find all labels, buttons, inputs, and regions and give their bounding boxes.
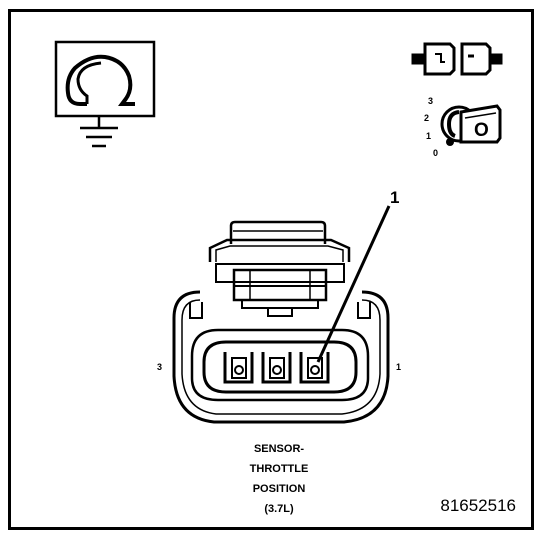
terminal-1	[299, 352, 330, 384]
callout-leader	[316, 205, 391, 363]
key-position-3: 3	[428, 96, 433, 106]
pin-label-right: 1	[396, 362, 401, 372]
ignition-key-off-icon: 3 2 1 0 O	[424, 96, 502, 158]
caption-line-3: POSITION	[253, 483, 306, 495]
key-position-0: 0	[433, 148, 438, 158]
key-position-1: 1	[426, 131, 431, 141]
key-position-2: 2	[424, 113, 429, 123]
ohmmeter-ground-icon	[54, 40, 156, 148]
caption-line-4: (3.7L)	[264, 503, 294, 515]
connector-separated-icon	[411, 42, 503, 76]
callout-number: 1	[390, 188, 399, 207]
part-number: 81652516	[440, 496, 516, 515]
connector-housing	[172, 220, 390, 424]
caption-line-1: SENSOR-	[254, 443, 304, 455]
key-letter: O	[474, 120, 489, 141]
caption-line-2: THROTTLE	[250, 463, 309, 475]
terminal-2	[261, 352, 292, 384]
terminal-3	[223, 352, 254, 384]
pin-label-left: 3	[157, 362, 162, 372]
